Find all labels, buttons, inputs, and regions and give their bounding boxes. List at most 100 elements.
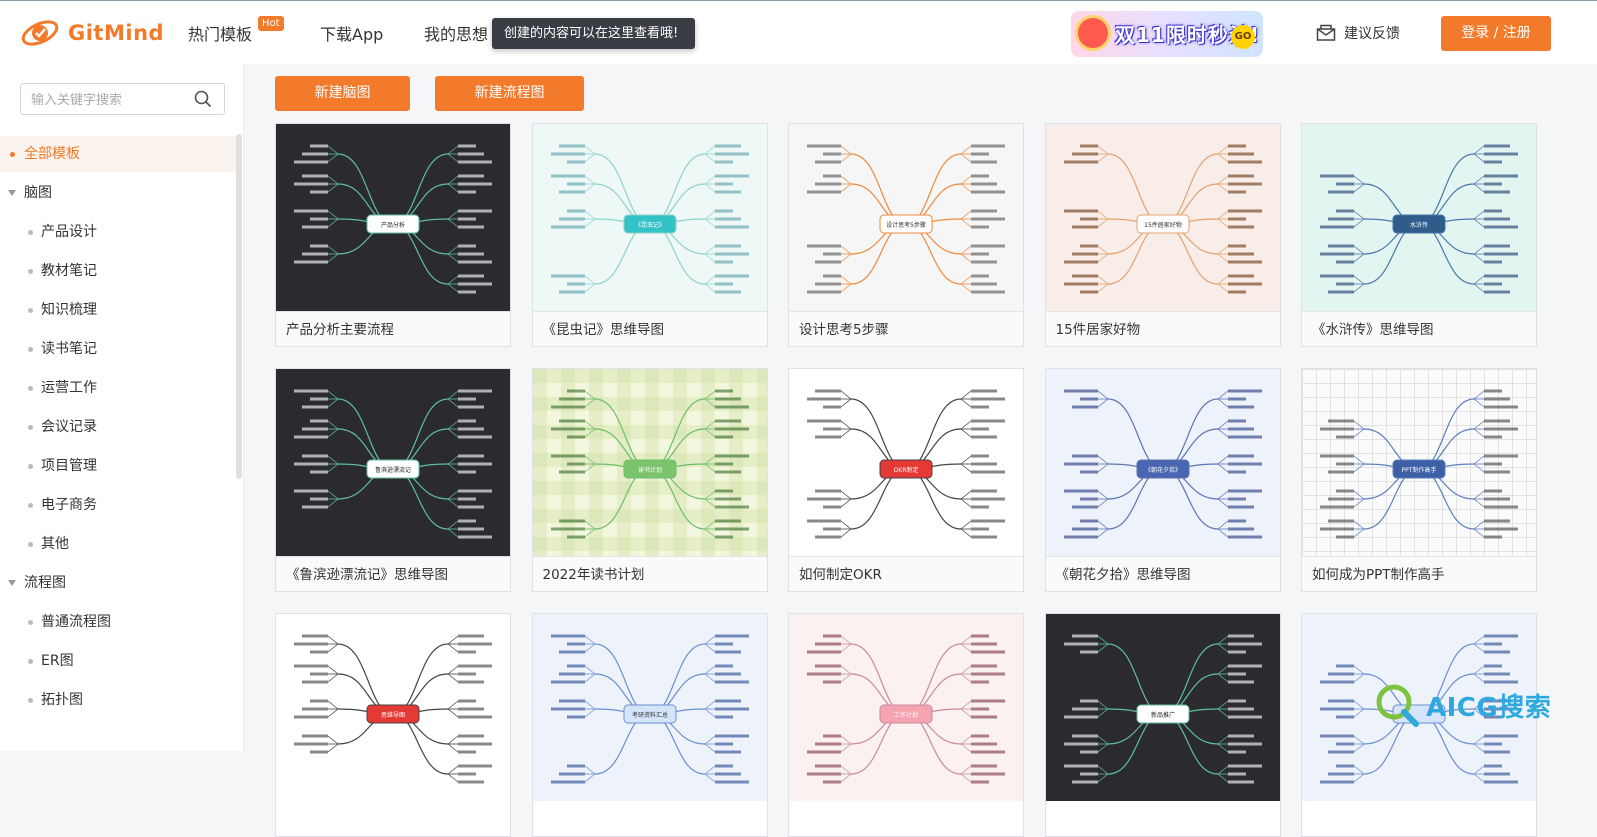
mindmap-leaf: [458, 699, 476, 703]
template-card[interactable]: 产品分析产品分析主要流程: [275, 123, 511, 347]
logo[interactable]: GitMind: [20, 15, 164, 51]
mindmap-leaf-link: [960, 210, 972, 220]
bullet-icon: [28, 503, 33, 508]
template-card[interactable]: 新品推广: [1044, 613, 1281, 837]
mindmap-leaf-link: [1473, 390, 1485, 400]
feedback-link[interactable]: 建议反馈: [1316, 23, 1400, 43]
mindmap-leaf: [302, 174, 328, 178]
bullet-icon: [28, 347, 33, 352]
template-card[interactable]: 水浒传《水浒传》思维导图: [1301, 123, 1537, 347]
new-mindmap-button[interactable]: 新建脑图: [275, 76, 410, 111]
mindmap-leaf: [971, 707, 989, 711]
mindmap-leaf-link: [1473, 210, 1485, 220]
template-card[interactable]: OKR制定如何制定OKR: [788, 368, 1024, 592]
mindmap-center-label: 15件居家好物: [1144, 221, 1182, 229]
sidebar-group-mindmap[interactable]: 脑图: [0, 175, 236, 211]
template-card[interactable]: 《朝花夕拾》《朝花夕拾》思维导图: [1044, 368, 1281, 592]
mindmap-leaf: [1320, 780, 1354, 784]
mindmap-leaf-link: [840, 735, 852, 745]
mindmap-leaf: [971, 527, 989, 531]
mindmap-leaf: [1071, 707, 1098, 711]
mindmap-leaf: [302, 505, 328, 509]
mindmap-leaf: [302, 734, 328, 738]
mindmap-leaf-link: [1097, 765, 1108, 775]
mindmap-leaf: [1484, 190, 1510, 194]
sidebar-item-er-diagram[interactable]: ER图: [0, 643, 236, 679]
template-card[interactable]: 《昆虫记》《昆虫记》思维导图: [531, 123, 768, 347]
sidebar-item-operations[interactable]: 运营工作: [0, 370, 236, 406]
promo-go-button[interactable]: GO: [1231, 25, 1255, 49]
sidebar-item-projects[interactable]: 项目管理: [0, 448, 236, 484]
mindmap-branch: [649, 643, 705, 715]
search-input[interactable]: [31, 90, 191, 110]
sidebar-item-textbook-notes[interactable]: 教材笔记: [0, 253, 236, 289]
watermark-text: AICG搜索: [1426, 692, 1552, 723]
template-thumbnail: 读书计划: [532, 369, 767, 556]
promo-banner[interactable]: 双11限时秒杀! GO: [1071, 11, 1263, 57]
new-flowchart-button[interactable]: 新建流程图: [435, 76, 584, 111]
mindmap-leaf: [714, 260, 733, 264]
sidebar-item-topology[interactable]: 拓扑图: [0, 682, 236, 718]
mindmap-leaf: [714, 650, 741, 654]
mindmap-preview: 鲁滨逊漂流记: [294, 389, 492, 539]
mindmap-leaf: [310, 397, 328, 401]
template-card[interactable]: 设计思考5步骤设计思考5步骤: [788, 123, 1024, 347]
mindmap-leaf: [558, 217, 585, 221]
mindmap-leaf-link: [584, 398, 595, 408]
mindmap-leaf: [458, 470, 476, 474]
mindmap-leaf: [1071, 527, 1098, 531]
sidebar-item-label: 全部模板: [24, 146, 80, 162]
search-box[interactable]: [20, 83, 225, 115]
nav-my-thoughts[interactable]: 我的思想: [424, 25, 489, 44]
mindmap-leaf-link: [584, 218, 595, 228]
sidebar-item-all-templates[interactable]: 全部模板: [0, 136, 236, 172]
mindmap-branch: [1107, 398, 1163, 470]
template-title: 《水浒传》思维导图: [1302, 311, 1536, 346]
sidebar-scrollbar[interactable]: [236, 134, 242, 479]
mindmap-leaf-link: [447, 175, 459, 185]
sidebar-item-meetings[interactable]: 会议记录: [0, 409, 236, 445]
mindmap-leaf-link: [1353, 253, 1365, 263]
mindmap-center-node: [1136, 459, 1189, 479]
template-card[interactable]: 鲁滨逊漂流记《鲁滨逊漂流记》思维导图: [275, 368, 511, 592]
bullet-icon: [28, 230, 33, 235]
mindmap-leaf: [714, 505, 749, 509]
mindmap-center-node: [1136, 214, 1189, 234]
mindmap-leaf-link: [960, 528, 972, 538]
mindmap-leaf-link: [704, 490, 715, 500]
nav-download-app[interactable]: 下载App: [320, 25, 384, 44]
mindmap-leaf: [566, 535, 585, 539]
sidebar-item-reading-notes[interactable]: 读书笔记: [0, 331, 236, 367]
mindmap-leaf: [1227, 282, 1262, 286]
mindmap-leaf: [458, 405, 484, 409]
sidebar-item-basic-flowchart[interactable]: 普通流程图: [0, 604, 236, 640]
mindmap-center-node: [366, 214, 420, 234]
mindmap-leaf: [1079, 519, 1098, 523]
sidebar-item-other[interactable]: 其他: [0, 526, 236, 562]
mindmap-leaf-link: [584, 145, 595, 155]
sidebar-item-knowledge[interactable]: 知识梳理: [0, 292, 236, 328]
mindmap-branch: [1107, 153, 1163, 225]
template-card[interactable]: PPT制作高手如何成为PPT制作高手: [1301, 368, 1537, 592]
sidebar-item-ecommerce[interactable]: 电子商务: [0, 487, 236, 523]
mindmap-leaf-link: [960, 463, 972, 473]
sidebar-item-product-design[interactable]: 产品设计: [0, 214, 236, 250]
mindmap-leaf-link: [1217, 420, 1228, 430]
mindmap-leaf: [971, 780, 989, 784]
mindmap-leaf: [807, 144, 841, 148]
login-button[interactable]: 登录 / 注册: [1441, 16, 1551, 51]
mindmap-leaf: [714, 470, 741, 474]
template-card[interactable]: 工作计划: [788, 613, 1024, 837]
mindmap-leaf: [823, 505, 841, 509]
nav-hot-templates[interactable]: 热门模板: [188, 25, 253, 44]
template-card[interactable]: 考研资料汇总: [531, 613, 768, 837]
template-card[interactable]: 思维导图: [275, 613, 511, 837]
sidebar-group-flowchart[interactable]: 流程图: [0, 565, 236, 601]
mindmap-leaf-link: [840, 253, 852, 263]
mindmap-leaf-link: [960, 765, 972, 775]
mindmap-leaf-link: [327, 455, 339, 465]
mindmap-leaf-link: [327, 463, 339, 473]
search-icon[interactable]: [194, 90, 212, 108]
